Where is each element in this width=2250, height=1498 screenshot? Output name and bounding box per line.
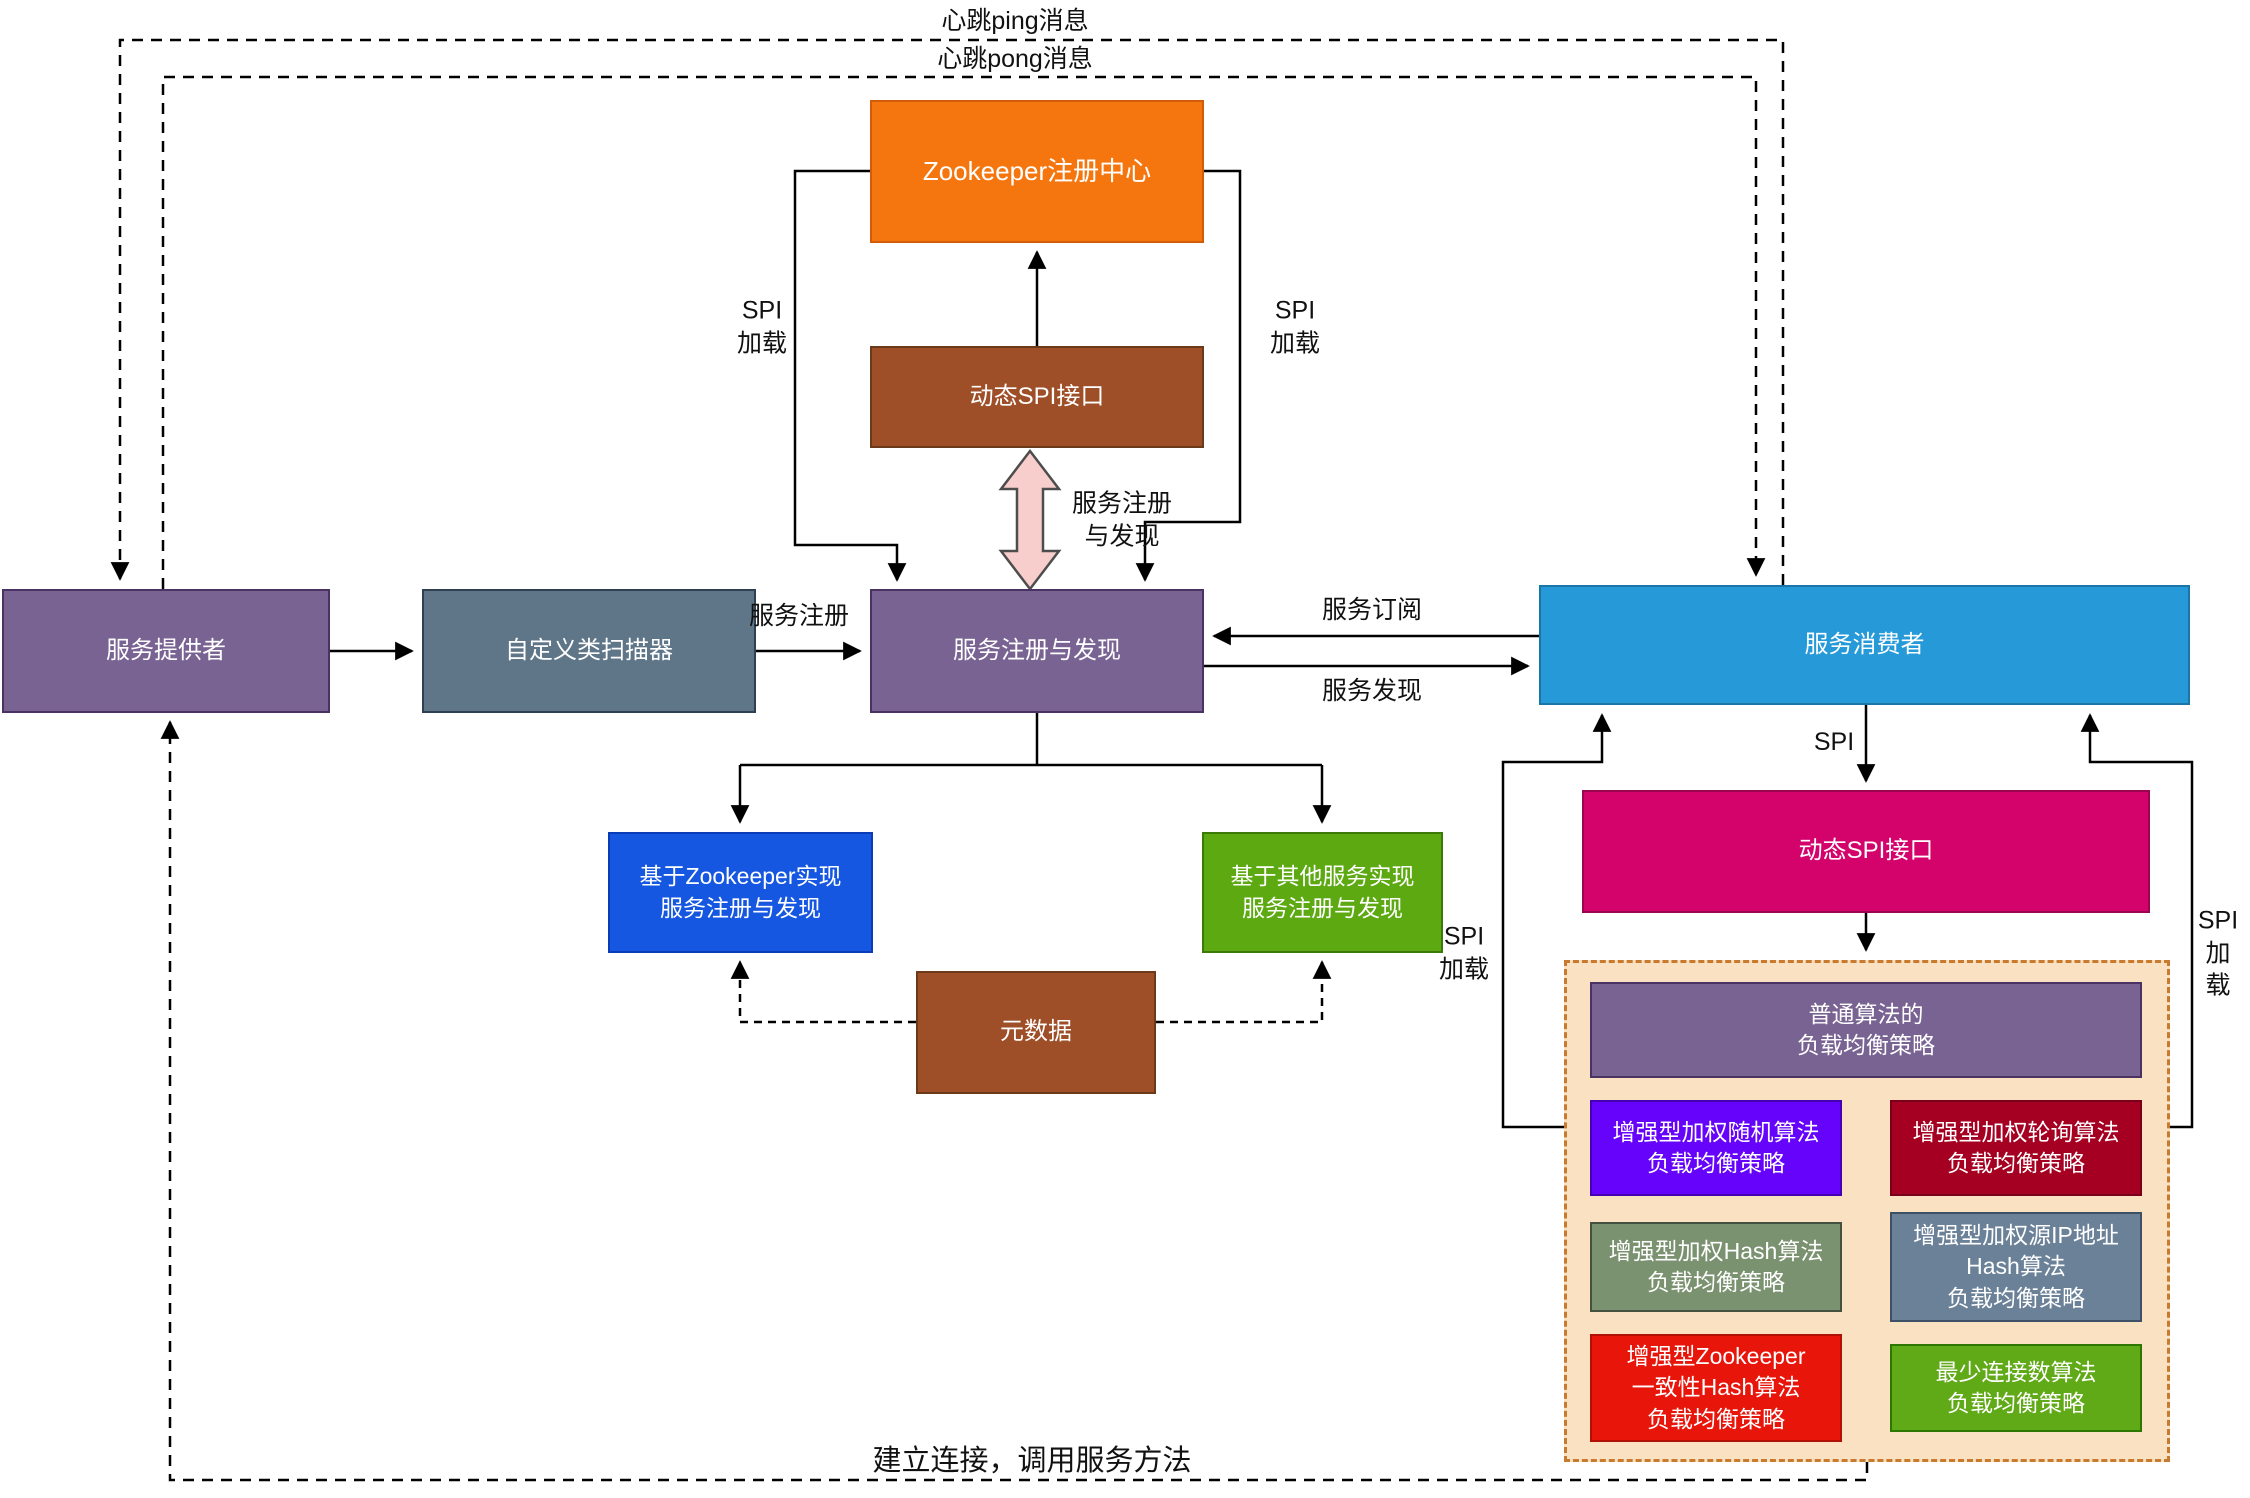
- edge-registry-right-spi-elbow: [1135, 169, 1242, 582]
- label-service-discover: 服务发现: [1321, 676, 1423, 705]
- label-registry-discovery-arrow: 服务注册 与发现: [1071, 489, 1173, 551]
- node-service-provider-label: 服务提供者: [106, 636, 226, 664]
- node-class-scanner: 自定义类扫描器: [422, 589, 756, 713]
- node-weighted-round-robin: 增强型加权轮询算法 负载均衡策略: [1890, 1100, 2142, 1196]
- node-least-connections-label: 最少连接数算法 负载均衡策略: [1935, 1358, 2097, 1416]
- node-zk-consistent-hash: 增强型Zookeeper 一致性Hash算法 负载均衡策略: [1590, 1334, 1842, 1442]
- label-spi-load-right-bottom: SPI 加载: [2197, 906, 2239, 1000]
- node-weighted-hash: 增强型加权Hash算法 负载均衡策略: [1590, 1222, 1842, 1312]
- label-service-subscribe: 服务订阅: [1321, 595, 1423, 624]
- edge-metadata-to-other-impl: [1156, 960, 1332, 1024]
- node-registry-discovery: 服务注册与发现: [870, 589, 1204, 713]
- label-service-register: 服务注册: [748, 601, 850, 630]
- edge-spi-load-left: [1501, 713, 1612, 1129]
- label-spi-load-left-top: SPI 加载: [736, 296, 788, 358]
- node-other-service-impl-label: 基于其他服务实现 服务注册与发现: [1230, 863, 1415, 921]
- node-dynamic-spi-top: 动态SPI接口: [870, 346, 1204, 448]
- node-least-connections: 最少连接数算法 负载均衡策略: [1890, 1344, 2142, 1432]
- node-service-provider: 服务提供者: [2, 589, 330, 713]
- label-spi: SPI: [1813, 727, 1855, 756]
- registry-discovery-double-arrow: [998, 448, 1062, 592]
- node-other-service-impl: 基于其他服务实现 服务注册与发现: [1202, 832, 1443, 953]
- edge-registry-left-spi-elbow: [793, 169, 907, 582]
- node-common-strategy-label: 普通算法的 负载均衡策略: [1797, 1000, 1935, 1058]
- node-class-scanner-label: 自定义类扫描器: [505, 636, 673, 664]
- node-registry-discovery-label: 服务注册与发现: [953, 636, 1121, 664]
- node-weighted-random: 增强型加权随机算法 负载均衡策略: [1590, 1100, 1842, 1196]
- label-spi-load-right-top: SPI 加载: [1269, 296, 1321, 358]
- edge-registry-bottom-stem: [740, 713, 1322, 767]
- edge-establish-connection: [160, 720, 1869, 1482]
- label-spi-load-left-bottom: SPI 加载: [1438, 922, 1490, 984]
- node-zookeeper-impl-label: 基于Zookeeper实现 服务注册与发现: [639, 863, 842, 921]
- node-source-ip-hash-label: 增强型加权源IP地址 Hash算法 负载均衡策略: [1913, 1222, 2119, 1311]
- edge-spi-load-right: [2080, 713, 2194, 1129]
- node-zk-consistent-hash-label: 增强型Zookeeper 一致性Hash算法 负载均衡策略: [1626, 1343, 1806, 1432]
- edge-metadata-to-zookeeper-impl: [730, 960, 916, 1024]
- node-weighted-round-robin-label: 增强型加权轮询算法 负载均衡策略: [1912, 1118, 2120, 1176]
- node-service-consumer: 服务消费者: [1539, 585, 2190, 705]
- node-metadata: 元数据: [916, 971, 1156, 1094]
- edge-heartbeat-ping: [110, 38, 1785, 585]
- node-zookeeper-impl: 基于Zookeeper实现 服务注册与发现: [608, 832, 873, 953]
- node-common-strategy: 普通算法的 负载均衡策略: [1590, 982, 2142, 1078]
- node-zookeeper-registry-label: Zookeeper注册中心: [922, 155, 1152, 186]
- node-dynamic-spi-top-label: 动态SPI接口: [969, 382, 1105, 410]
- label-heartbeat-ping: 心跳ping消息: [941, 6, 1089, 35]
- node-dynamic-spi-right-label: 动态SPI接口: [1798, 837, 1934, 865]
- label-heartbeat-pong: 心跳pong消息: [937, 44, 1093, 73]
- label-establish-connection: 建立连接，调用服务方法: [872, 1445, 1192, 1478]
- node-metadata-label: 元数据: [1000, 1018, 1072, 1046]
- node-weighted-hash-label: 增强型加权Hash算法 负载均衡策略: [1608, 1237, 1824, 1295]
- node-weighted-random-label: 增强型加权随机算法 负载均衡策略: [1612, 1118, 1820, 1176]
- node-service-consumer-label: 服务消费者: [1804, 630, 1925, 658]
- node-zookeeper-registry: Zookeeper注册中心: [870, 100, 1204, 243]
- edge-heartbeat-pong: [161, 75, 1766, 589]
- node-source-ip-hash: 增强型加权源IP地址 Hash算法 负载均衡策略: [1890, 1212, 2142, 1322]
- node-dynamic-spi-right: 动态SPI接口: [1582, 790, 2150, 913]
